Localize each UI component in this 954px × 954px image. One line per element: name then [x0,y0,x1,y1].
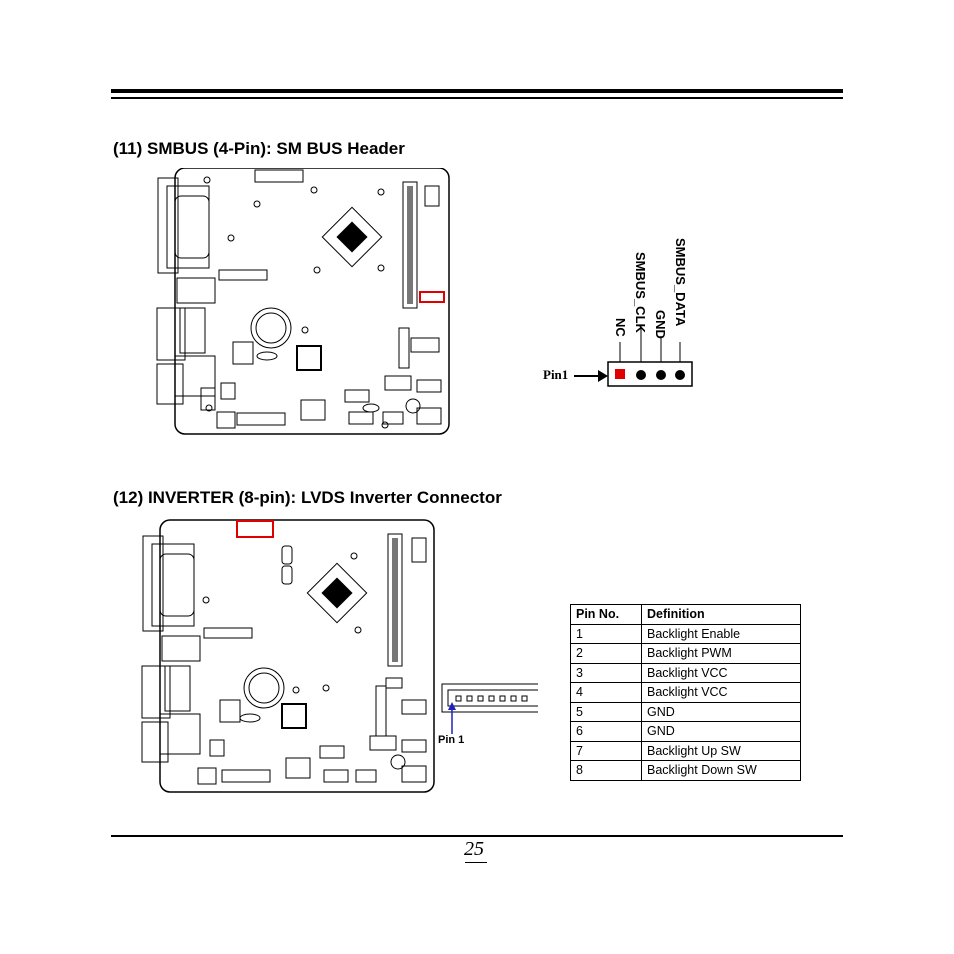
pin-definition: Backlight PWM [641,643,801,664]
pin-number: 4 [570,682,642,703]
table-row: 1 Backlight Enable [570,623,801,644]
table-row: 3 Backlight VCC [570,662,801,683]
pin-definition: GND [641,721,801,742]
pin-definition: GND [641,701,801,722]
bottom-rule [111,835,843,837]
pin-definition: Backlight Up SW [641,740,801,761]
pin-label-nc: NC [613,318,628,337]
smbus-section-title: (11) SMBUS (4-Pin): SM BUS Header [113,139,405,158]
pin-definition: Backlight Down SW [641,760,801,781]
table-header-row: Pin No. Definition [570,604,801,625]
smbus-pin-diagram [574,326,693,387]
pin-number: 3 [570,662,642,683]
pin-label-gnd: GND [653,310,668,339]
page-number: 25 [464,838,484,860]
inverter-highlight-box [236,520,274,538]
table-header-definition: Definition [641,604,801,625]
inverter-section-title: (12) INVERTER (8-pin): LVDS Inverter Con… [113,488,502,507]
table-row: 6 GND [570,721,801,742]
inverter-pin1-label: Pin 1 [438,734,465,746]
top-rule-thick [111,89,843,93]
table-header-pin-no: Pin No. [570,604,642,625]
pin-definition: Backlight VCC [641,662,801,683]
pin-number: 1 [570,623,642,644]
pin1-square-marker [615,369,625,379]
pin-number: 8 [570,760,642,781]
smbus-pin1-label: Pin1 [543,367,569,382]
inverter-pin-table: Pin No. Definition 1 Backlight Enable 2 … [570,604,801,781]
pin-number: 6 [570,721,642,742]
pin-label-smbus-data: SMBUS_DATA [673,238,688,327]
table-row: 7 Backlight Up SW [570,740,801,761]
table-row: 2 Backlight PWM [570,643,801,664]
pin-definition: Backlight VCC [641,682,801,703]
pin-number: 5 [570,701,642,722]
smbus-highlight-box [419,291,445,303]
table-row: 5 GND [570,701,801,722]
top-rule-thin [111,97,843,99]
pin-number: 2 [570,643,642,664]
table-row: 4 Backlight VCC [570,682,801,703]
table-row: 8 Backlight Down SW [570,760,801,781]
pin-label-smbus-clk: SMBUS_CLK [633,252,648,333]
pin-definition: Backlight Enable [641,623,801,644]
motherboard-diagram-smbus [156,168,450,435]
motherboard-diagram-inverter [141,519,435,793]
pin-number: 7 [570,740,642,761]
inverter-connector-diagram [441,683,538,734]
page-number-underline [465,862,487,863]
